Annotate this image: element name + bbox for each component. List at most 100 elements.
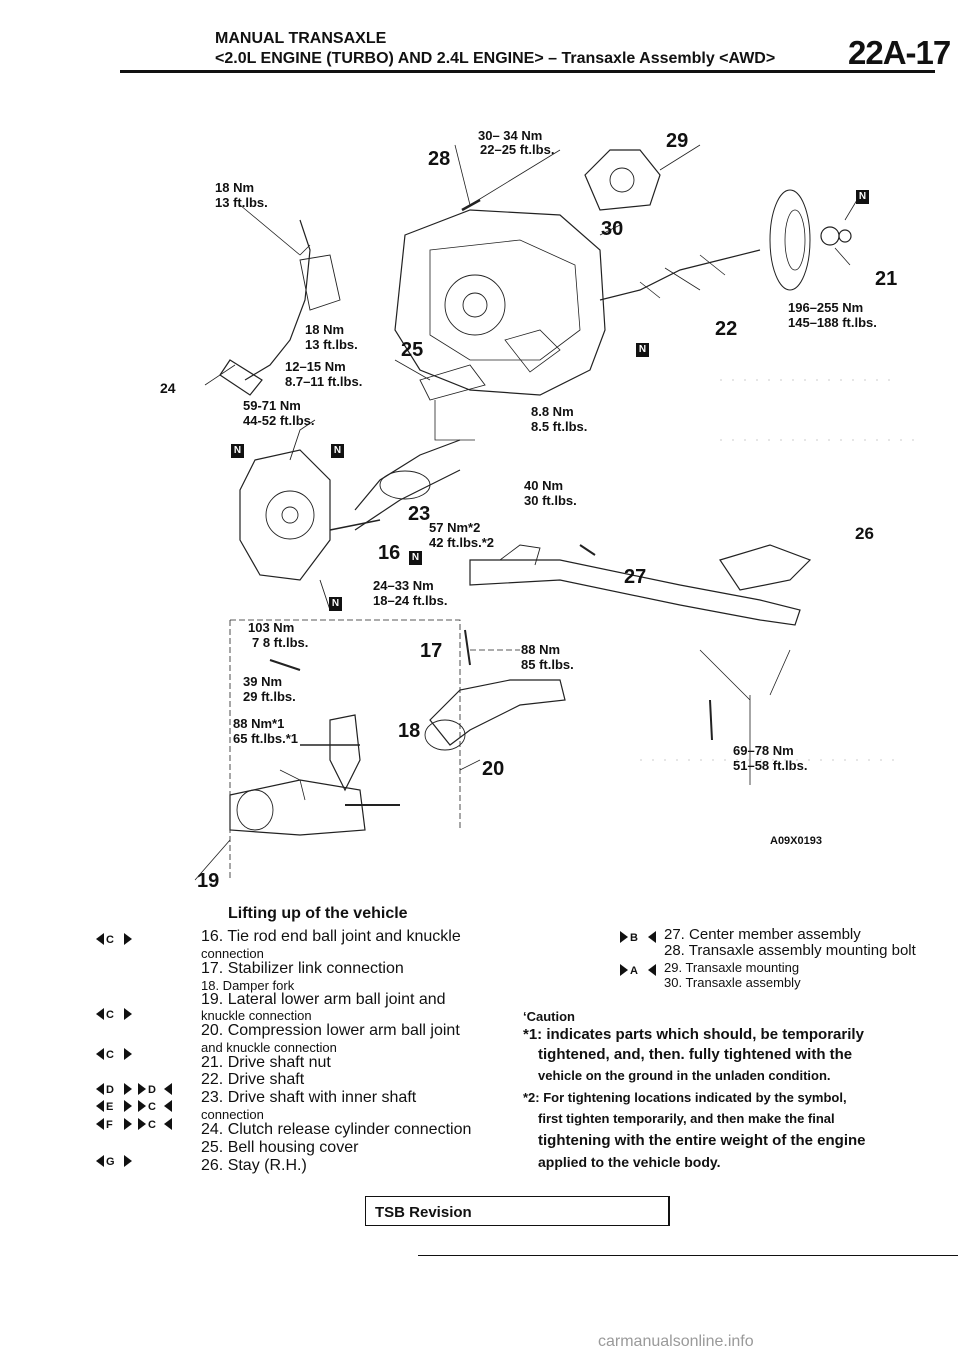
tsb-revision-label: TSB Revision <box>375 1204 472 1221</box>
step-26: 26. Stay (R.H.) <box>201 1157 307 1174</box>
transaxle-case-drawing <box>394 209 606 396</box>
callout-20: 20 <box>482 758 505 780</box>
step-16: 16. Tie rod end ball joint and knuckle <box>201 928 461 945</box>
callout-17: 17 <box>420 640 443 662</box>
torque-57-ft: 42 ft.lbs.*2 <box>429 535 495 550</box>
caution-line-3: vehicle on the ground in the unladen con… <box>538 1068 831 1083</box>
torque-88-star-nm: 88 Nm*1 <box>233 716 285 731</box>
svg-text:F: F <box>106 1119 113 1131</box>
steps-title: Lifting up of the vehicle <box>228 905 408 922</box>
transaxle-mounting-drawing <box>584 149 661 211</box>
svg-text:C: C <box>148 1119 156 1131</box>
step-22: 22. Drive shaft <box>201 1071 305 1088</box>
step-24: 24. Clutch release cylinder connection <box>201 1121 472 1138</box>
callout-23: 23 <box>408 503 431 525</box>
n-marker-22: N <box>636 343 649 357</box>
torque-member-ft: 85 ft.lbs. <box>521 657 574 672</box>
transaxle-exploded-diagram <box>194 144 920 881</box>
svg-text:B: B <box>630 932 638 944</box>
torque-103-ft: 7 8 ft.lbs. <box>252 635 309 650</box>
torque-88-star-ft: 65 ft.lbs.*1 <box>233 731 299 746</box>
callout-26: 26 <box>855 524 874 543</box>
svg-text:C: C <box>106 934 114 946</box>
page-subtitle: <2.0L ENGINE (TURBO) AND 2.4L ENGINE> – … <box>215 50 776 67</box>
caution-title: ‘Caution <box>523 1009 575 1024</box>
center-member-drawing <box>469 559 801 626</box>
site-watermark[interactable]: carmanualsonline.info <box>598 1333 754 1350</box>
right-step-marks: B A <box>620 931 656 977</box>
step-17: 17. Stabilizer link connection <box>201 960 404 977</box>
torque-24-nm: 59-71 Nm <box>243 398 301 413</box>
torque-103-nm: 103 Nm <box>248 620 295 635</box>
svg-text:C: C <box>106 1009 114 1021</box>
torque-28-ft: 22–25 ft.lbs. <box>480 142 555 157</box>
header-rule <box>120 70 935 73</box>
step-16-cont: connection <box>201 946 264 961</box>
torque-stay-nm: 69–78 Nm <box>733 743 794 758</box>
torque-clutch-line-ft: 13 ft.lbs. <box>215 195 268 210</box>
svg-text:A: A <box>630 965 638 977</box>
caution-line-7: applied to the vehicle body. <box>538 1154 721 1170</box>
callout-22: 22 <box>715 318 738 340</box>
callout-16: 16 <box>378 542 401 564</box>
callout-27: 27 <box>624 566 647 588</box>
torque-21-ft: 145–188 ft.lbs. <box>788 315 877 330</box>
torque-cylinder-ft: 13 ft.lbs. <box>305 337 358 352</box>
step-23-cont: connection <box>201 1107 264 1122</box>
step-21: 21. Drive shaft nut <box>201 1054 331 1071</box>
mark-g-icon: G <box>96 1155 132 1168</box>
torque-39-nm: 39 Nm <box>243 674 283 689</box>
torque-25-ft: 8.7–11 ft.lbs. <box>285 374 363 389</box>
torque-member-nm: 88 Nm <box>521 642 561 657</box>
torque-21-nm: 196–255 Nm <box>788 300 864 315</box>
step-28: 28. Transaxle assembly mounting bolt <box>664 942 916 959</box>
torque-24-ft: 44-52 ft.lbs. <box>243 413 315 428</box>
callout-21: 21 <box>875 268 898 290</box>
callout-29: 29 <box>666 130 689 152</box>
mark-b-icon: B <box>620 931 656 944</box>
caution-line-2: tightened, and, then. fully tightened wi… <box>538 1046 853 1063</box>
n-marker-tierod: N <box>329 597 342 611</box>
n-marker-right: N <box>331 444 344 458</box>
n-marker-left: N <box>231 444 244 458</box>
torque-cylinder-nm: 18 Nm <box>305 322 345 337</box>
torque-28-nm: 30– 34 Nm <box>478 128 543 143</box>
step-20-cont: and knuckle connection <box>201 1040 337 1055</box>
svg-text:G: G <box>106 1156 115 1168</box>
torque-tierod-nm: 24–33 Nm <box>373 578 434 593</box>
callout-30: 30 <box>601 218 624 240</box>
caution-line-5: first tighten temporarily, and then make… <box>538 1111 835 1126</box>
step-19: 19. Lateral lower arm ball joint and <box>201 991 446 1008</box>
drive-shaft-drawing <box>599 249 761 301</box>
caution-line-6: tightening with the entire weight of the… <box>538 1132 866 1149</box>
revision-box <box>365 1196 670 1226</box>
torque-40-nm: 40 Nm <box>524 478 564 493</box>
callout-19: 19 <box>197 870 220 892</box>
step-19-cont: knuckle connection <box>201 1008 312 1023</box>
n-marker-21: N <box>856 190 869 204</box>
bottom-rule <box>418 1255 958 1256</box>
svg-text:E: E <box>106 1101 113 1113</box>
step-20: 20. Compression lower arm ball joint <box>201 1022 460 1039</box>
svg-text:D: D <box>106 1084 114 1096</box>
step-30: 30. Transaxle assembly <box>664 975 801 990</box>
torque-tierod-ft: 18–24 ft.lbs. <box>373 593 448 608</box>
torque-57-nm: 57 Nm*2 <box>429 520 481 535</box>
callout-24: 24 <box>160 380 176 396</box>
callout-18: 18 <box>398 720 421 742</box>
svg-text:D: D <box>148 1084 156 1096</box>
torque-cover-nm: 8.8 Nm <box>531 404 574 419</box>
torque-stay-ft: 51–58 ft.lbs. <box>733 758 808 773</box>
mark-c-icon: C <box>96 933 132 946</box>
mark-c-icon: C <box>96 1048 132 1061</box>
mark-a-icon: A <box>620 964 656 977</box>
caution-line-4: *2: For tightening locations indicated b… <box>523 1090 847 1105</box>
step-27: 27. Center member assembly <box>664 926 861 943</box>
caution-line-1: *1: indicates parts which should, be tem… <box>523 1026 864 1043</box>
step-18: 18. Damper fork <box>201 978 295 993</box>
torque-cover-ft: 8.5 ft.lbs. <box>531 419 588 434</box>
